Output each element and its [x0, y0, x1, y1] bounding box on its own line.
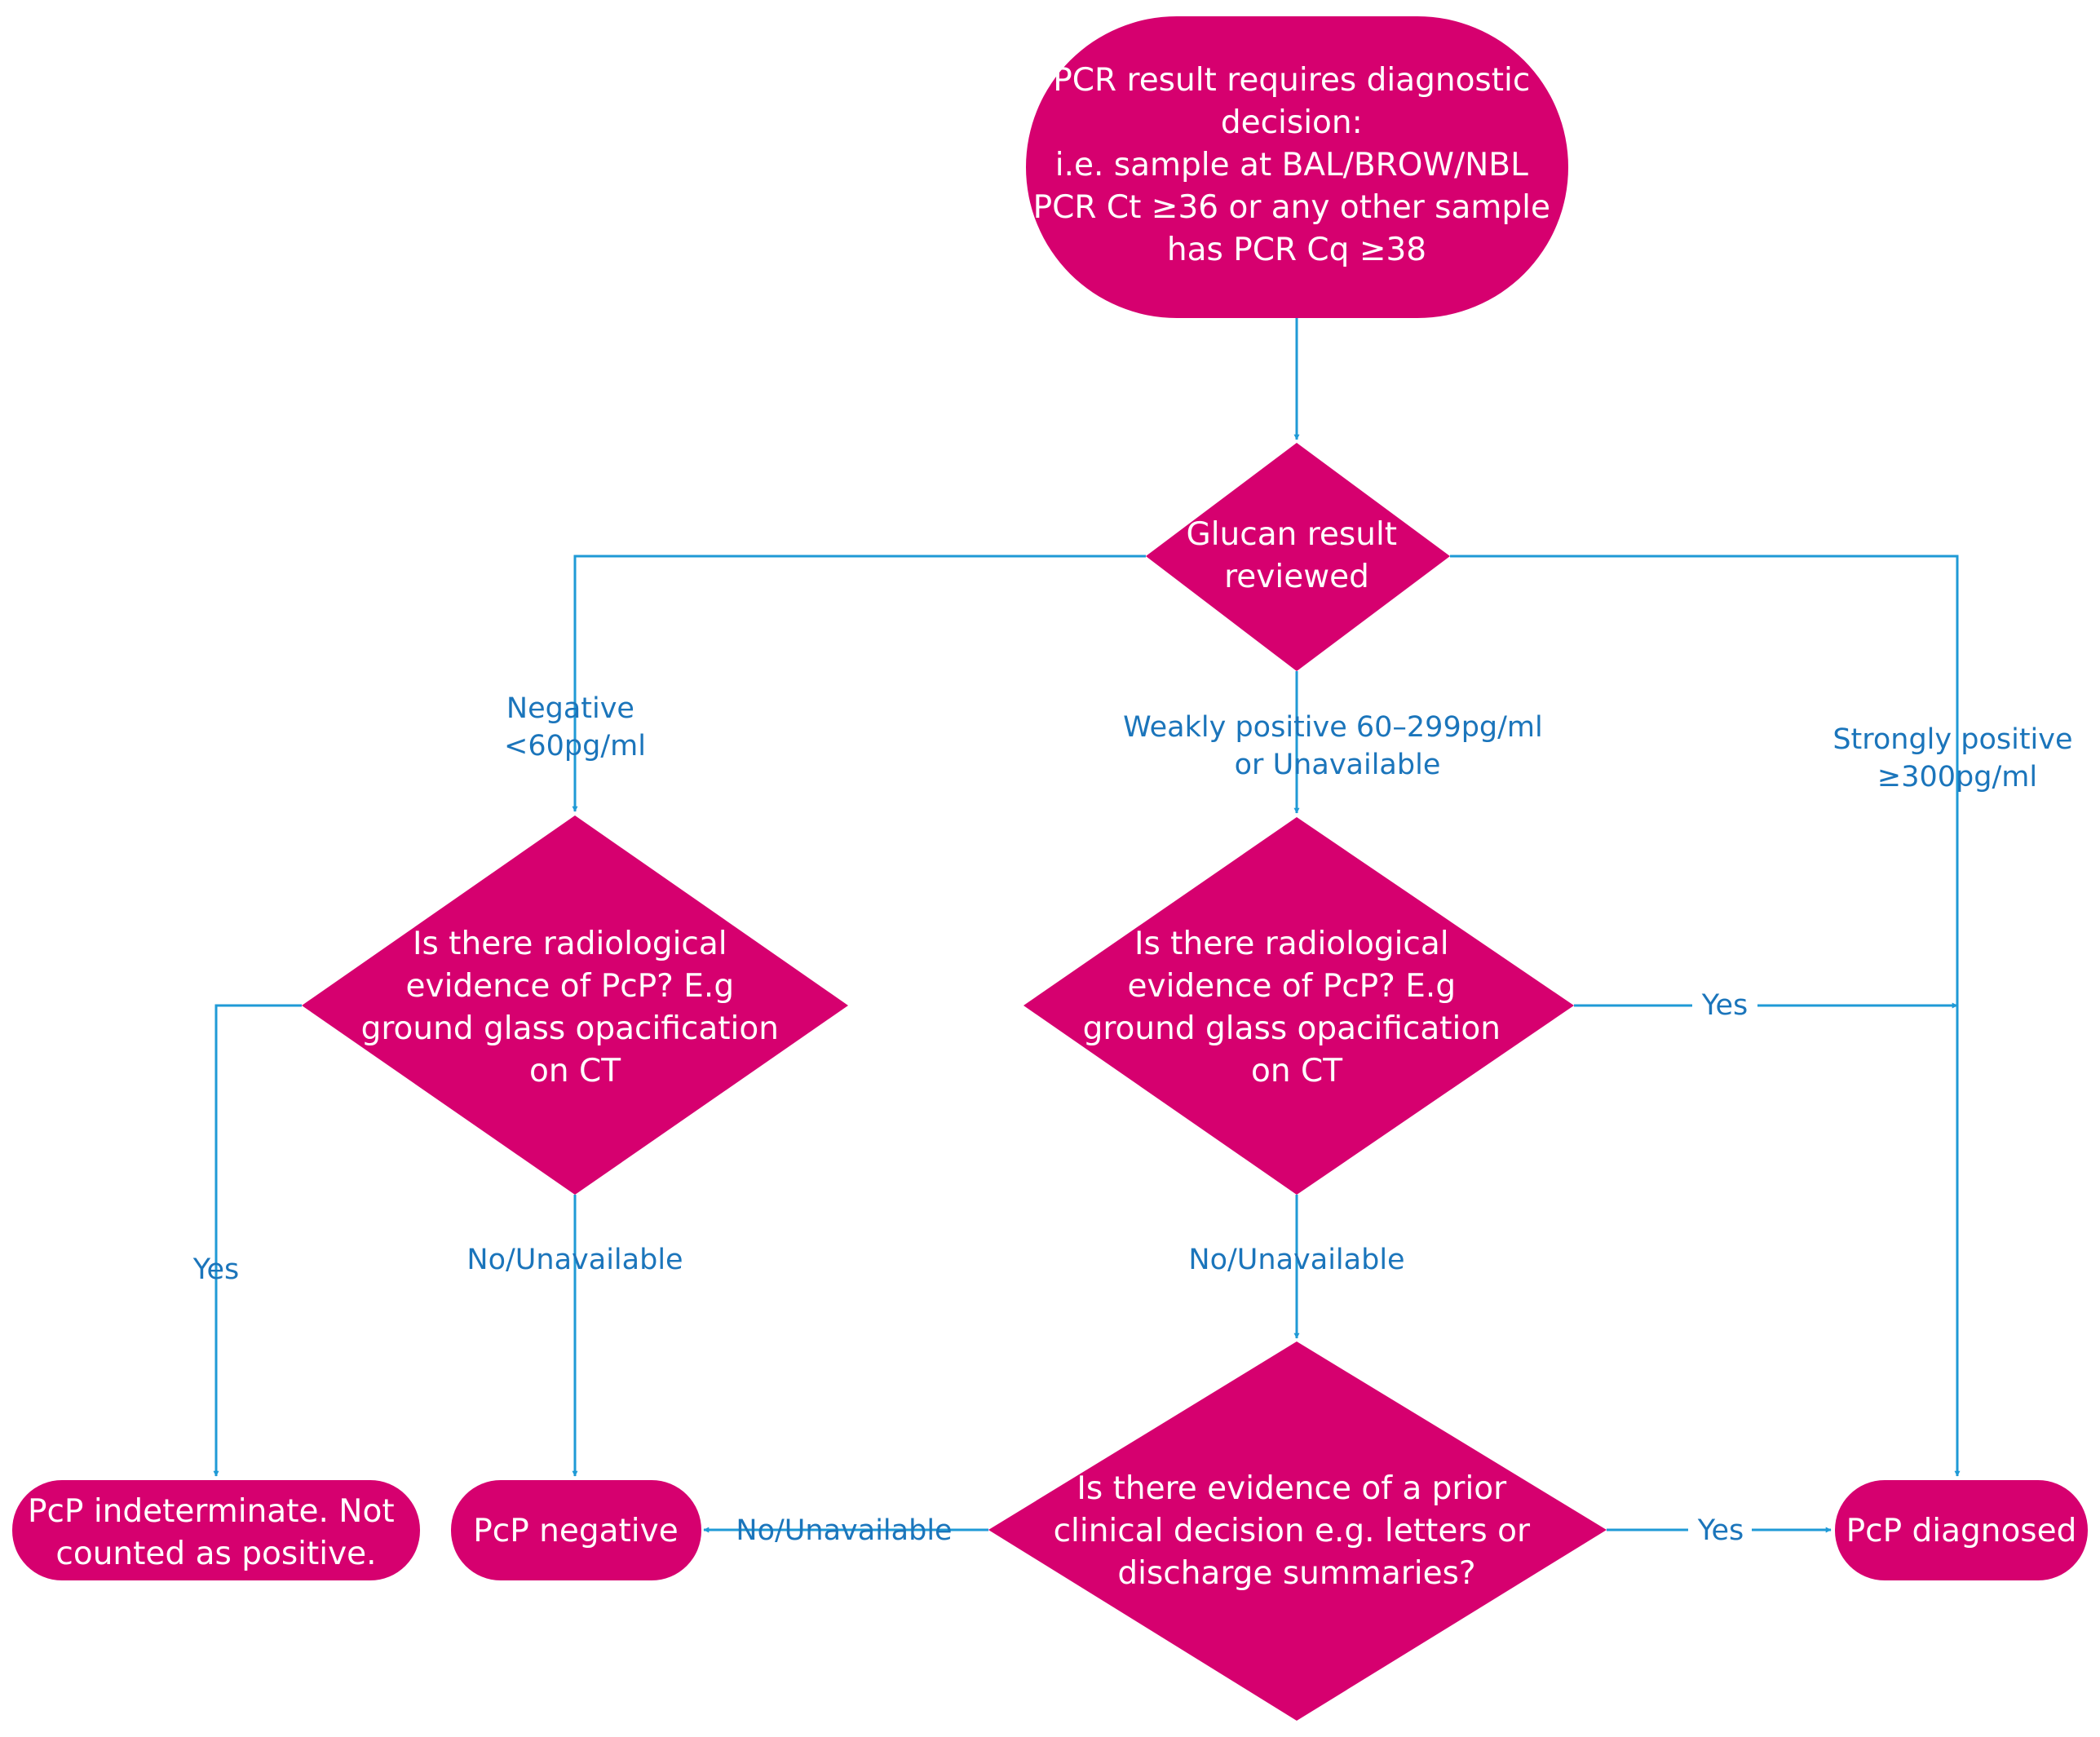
node-radio-mid-line-2: evidence of PcP? E.g — [1128, 968, 1457, 1005]
connectors — [213, 318, 1961, 1533]
node-glucan-line-2: reviewed — [1224, 559, 1369, 595]
node-indeterminate-shape — [12, 1480, 420, 1580]
node-diagnosed-line-1: PcP diagnosed — [1846, 1513, 2077, 1549]
edge-label-mid-yes-line-1: Yes — [1701, 989, 1749, 1022]
edge-label-strong-line-1: Strongly positive — [1833, 723, 2072, 756]
edge-label-left-yes: Yes — [192, 1253, 240, 1286]
node-prior-line-1: Is there evidence of a prior — [1077, 1470, 1507, 1507]
edge-label-prior-no: No/Unavailable — [736, 1514, 952, 1547]
edge-label-negative: Negative <60pg/ml — [504, 692, 646, 762]
node-prior-text: Is there evidence of a prior clinical de… — [1054, 1470, 1541, 1592]
edge-label-mid-yes: Yes — [1701, 989, 1749, 1022]
node-prior-line-3: discharge summaries? — [1117, 1555, 1475, 1592]
node-labels: PCR result requires diagnostic decision:… — [28, 62, 2076, 1592]
node-radio-mid-line-1: Is there radiological — [1134, 926, 1449, 962]
connector-glucan-negative — [572, 555, 1146, 812]
node-prior-line-2: clinical decision e.g. letters or — [1054, 1513, 1531, 1549]
node-radio-left-line-3: ground glass opacification — [361, 1010, 779, 1047]
edge-label-strong-line-2: ≥300pg/ml — [1877, 761, 2037, 793]
node-radio-mid-line-3: ground glass opacification — [1083, 1010, 1501, 1047]
nodes — [12, 16, 2088, 1721]
connector-left-yes — [213, 1004, 302, 1477]
node-glucan-line-1: Glucan result — [1187, 516, 1398, 553]
node-start-line-1: PCR result requires diagnostic — [1053, 62, 1530, 99]
edge-label-negative-line-1: Negative — [506, 692, 634, 725]
node-radio-left-text: Is there radiological evidence of PcP? E… — [361, 926, 789, 1089]
node-indeterminate-line-2: counted as positive. — [55, 1536, 376, 1572]
node-indeterminate-line-1: PcP indeterminate. Not — [28, 1493, 395, 1530]
node-start-shape — [1026, 16, 1568, 318]
node-start-line-4: PCR Ct ≥36 or any other sample — [1033, 189, 1550, 226]
node-negative-line-1: PcP negative — [473, 1513, 678, 1549]
node-radio-left-line-2: evidence of PcP? E.g — [406, 968, 735, 1005]
edge-label-weak-line-1: Weakly positive 60–299pg/ml — [1123, 711, 1543, 744]
node-start-line-2: decision: — [1221, 104, 1363, 141]
edge-label-prior-yes-line-1: Yes — [1697, 1514, 1744, 1547]
node-diagnosed-shape — [1835, 1480, 2088, 1580]
node-radio-mid-shape — [1023, 817, 1574, 1195]
connector-glucan-strong — [1450, 555, 1961, 1477]
edge-labels: Negative <60pg/ml Weakly positive 60–299… — [192, 692, 2081, 1547]
node-radio-left-line-1: Is there radiological — [413, 926, 727, 962]
edge-label-prior-no-line-1: No/Unavailable — [736, 1514, 952, 1547]
edge-label-weak: Weakly positive 60–299pg/ml or Unavailab… — [1123, 711, 1552, 781]
edge-label-left-no: No/Unavailable — [466, 1244, 683, 1276]
node-start-line-5: has PCR Cq ≥38 — [1167, 232, 1426, 268]
edge-label-negative-line-2: <60pg/ml — [504, 730, 646, 762]
edge-label-weak-line-2: or Unavailable — [1235, 749, 1441, 781]
node-glucan-shape — [1146, 443, 1450, 671]
node-radio-mid-text: Is there radiological evidence of PcP? E… — [1083, 926, 1511, 1089]
node-negative-shape — [451, 1480, 701, 1580]
node-radio-mid-line-4: on CT — [1251, 1053, 1342, 1089]
node-glucan-text: Glucan result reviewed — [1187, 516, 1408, 595]
node-radio-left-shape — [302, 815, 848, 1195]
edge-label-left-no-line-1: No/Unavailable — [466, 1244, 683, 1276]
edge-label-mid-no-line-1: No/Unavailable — [1188, 1244, 1404, 1276]
node-negative-text: PcP negative — [473, 1513, 678, 1549]
node-start-line-3: i.e. sample at BAL/BROW/NBL — [1055, 147, 1528, 183]
edge-label-strong: Strongly positive ≥300pg/ml — [1833, 723, 2081, 793]
edge-label-left-yes-line-1: Yes — [192, 1253, 240, 1286]
edge-label-mid-no: No/Unavailable — [1188, 1244, 1404, 1276]
node-diagnosed-text: PcP diagnosed — [1846, 1513, 2077, 1549]
node-radio-left-line-4: on CT — [529, 1053, 621, 1089]
node-prior-shape — [988, 1341, 1607, 1721]
node-start-text: PCR result requires diagnostic decision:… — [1033, 62, 1561, 268]
edge-label-prior-yes: Yes — [1697, 1514, 1744, 1547]
node-indeterminate-text: PcP indeterminate. Not counted as positi… — [28, 1493, 405, 1572]
